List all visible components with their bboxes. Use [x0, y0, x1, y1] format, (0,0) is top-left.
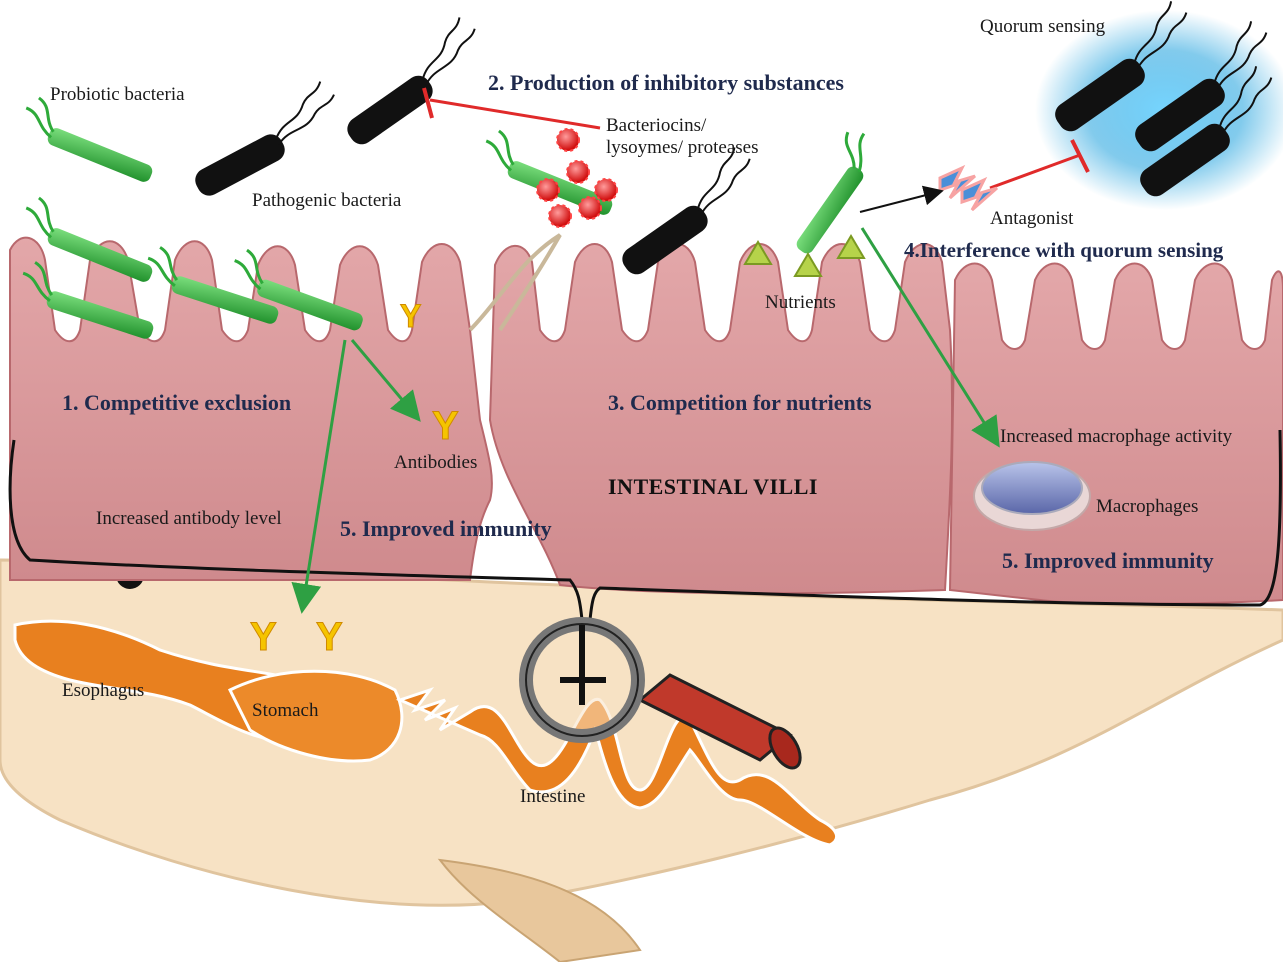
- probiotic-bacterium: [17, 95, 162, 184]
- villi-center: [490, 244, 952, 593]
- intestinal-villi-label: INTESTINAL VILLI: [608, 474, 818, 500]
- nutrients-label: Nutrients: [765, 292, 836, 314]
- esophagus-label: Esophagus: [62, 680, 144, 702]
- pathogen-bacterium: [181, 79, 349, 200]
- antibody-icon: Y: [400, 298, 421, 335]
- increased-antibody-label: Increased antibody level: [96, 508, 282, 530]
- pathogenic-bacteria-label: Pathogenic bacteria: [252, 190, 401, 212]
- bacteriocins-label-line1: Bacteriocins/: [606, 115, 706, 137]
- macrophages-label: Macrophages: [1096, 496, 1198, 518]
- antibody-icon: Y: [432, 404, 459, 449]
- improved-immunity-center-title: 5. Improved immunity: [340, 516, 552, 542]
- macrophage-icon: [974, 462, 1090, 530]
- quorum-sensing-label: Quorum sensing: [980, 16, 1105, 38]
- antagonist-arrow: [860, 192, 938, 212]
- bacteriocins-label-line2: lysoymes/ proteases: [606, 137, 759, 159]
- improved-immunity-right-title: 5. Improved immunity: [1002, 548, 1214, 574]
- interference-title: 4.Interference with quorum sensing: [904, 238, 1223, 263]
- inhibitory-title: 2. Production of inhibitory substances: [488, 70, 844, 96]
- antibody-icon: Y: [250, 615, 277, 660]
- probiotic-bacterium: [477, 128, 622, 217]
- pathogen-bacterium: [330, 14, 493, 149]
- competitive-exclusion-title: 1. Competitive exclusion: [62, 390, 291, 416]
- antagonist-icon: [940, 168, 997, 210]
- fish-body: [0, 560, 1283, 905]
- antibodies-label: Antibodies: [394, 452, 477, 474]
- antibody-icon: Y: [316, 615, 343, 660]
- antagonist-label: Antagonist: [990, 208, 1073, 230]
- probiotic-bacteria-label: Probiotic bacteria: [50, 84, 185, 106]
- competition-nutrients-title: 3. Competition for nutrients: [608, 390, 872, 416]
- intestine-label: Intestine: [520, 786, 585, 808]
- stomach-label: Stomach: [252, 700, 319, 722]
- increased-macrophage-label: Increased macrophage activity: [1000, 426, 1232, 448]
